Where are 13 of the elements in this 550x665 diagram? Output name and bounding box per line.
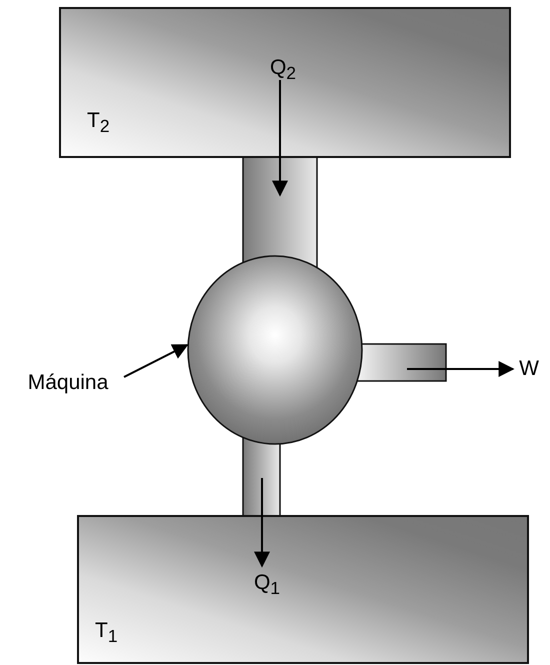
heat-label: Q$_{1}$: [250, 568, 284, 598]
engine-sphere: [187, 255, 363, 445]
text-label: Máquina: [12, 368, 124, 398]
text-label: W: [513, 355, 545, 383]
flow-arrow: [407, 361, 515, 377]
leader-arrow: [124, 344, 189, 378]
flow-arrow: [254, 478, 270, 568]
temperature-label: T$_{1}$: [95, 619, 118, 648]
temperature-label: T$_{2}$: [87, 109, 110, 138]
heat-label: Q$_{2}$: [267, 54, 299, 82]
hot-reservoir-box: [59, 7, 511, 158]
cold-reservoir-box: [77, 515, 529, 664]
flow-arrow: [272, 80, 288, 197]
